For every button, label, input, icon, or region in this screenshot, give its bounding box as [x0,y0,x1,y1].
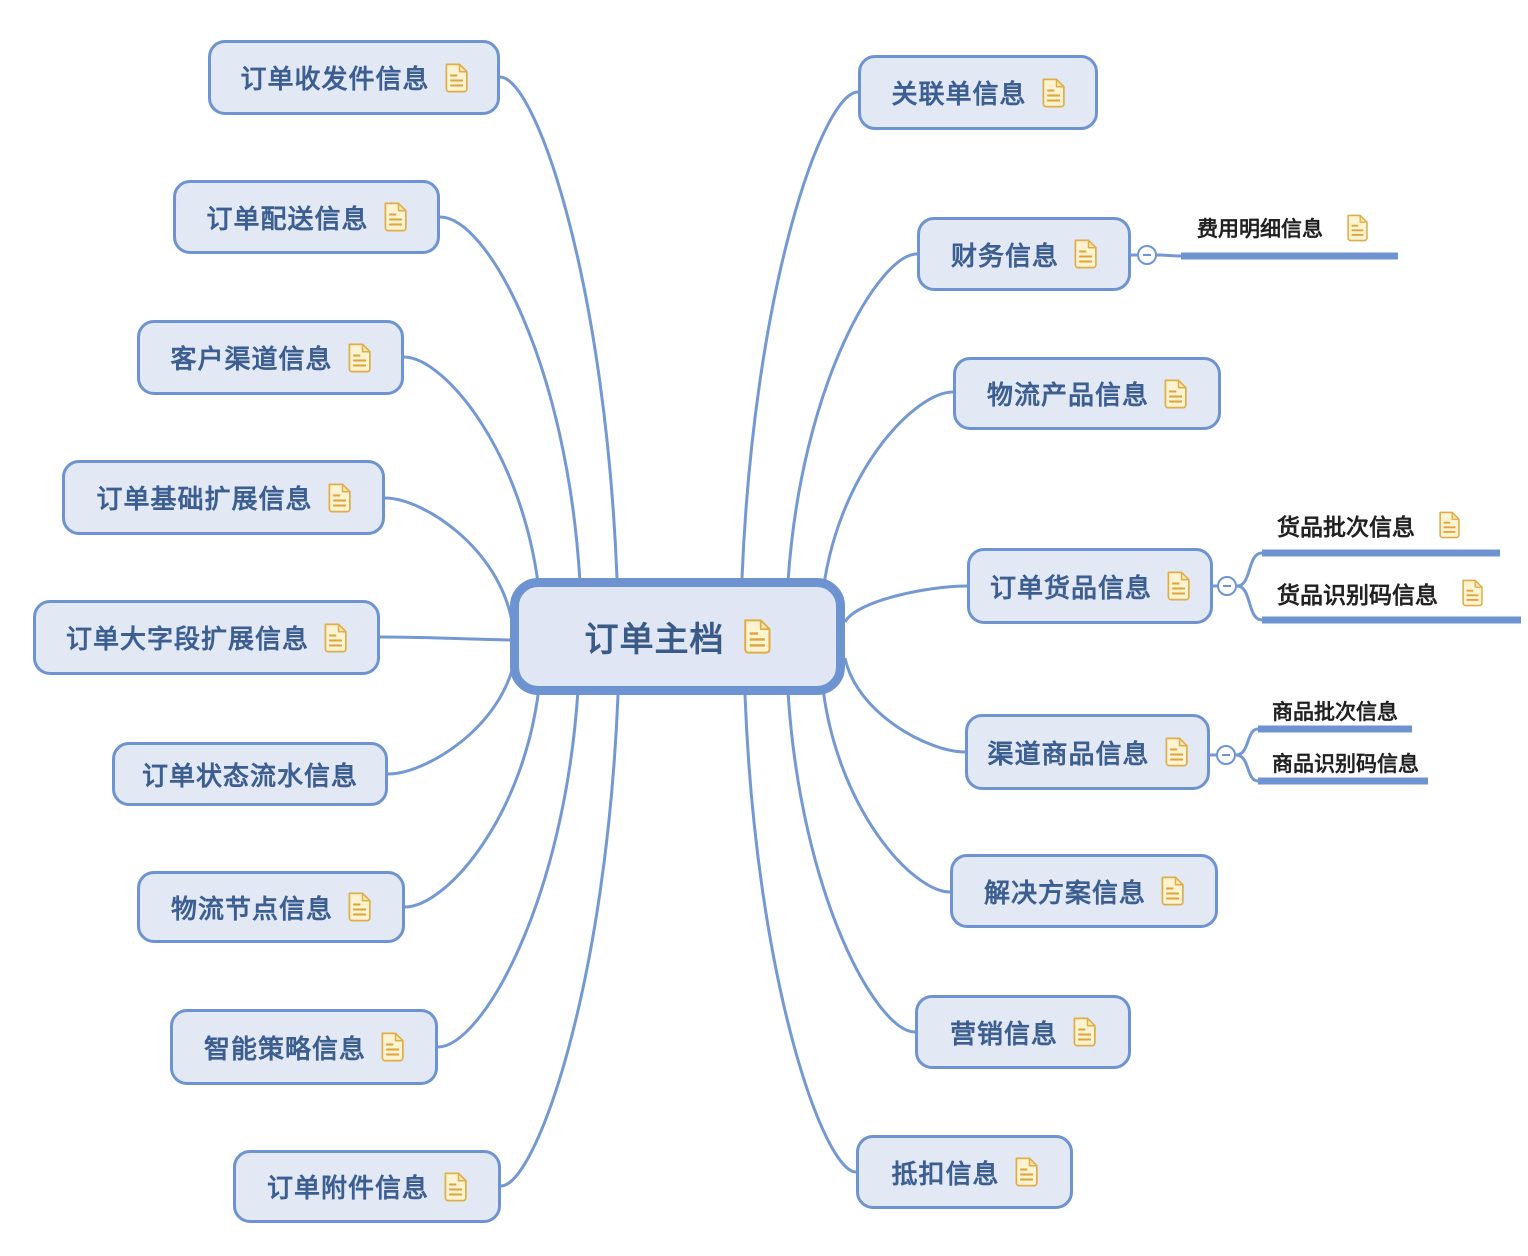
minus-circle-icon[interactable] [1217,576,1237,596]
connector-order-status-flow [387,657,517,776]
node-channel-product-info[interactable]: 渠道商品信息 [965,714,1210,790]
node-label: 订单基础扩展信息 [96,484,313,514]
node-order-master-label: 订单主档 [584,621,725,659]
node-label: 渠道商品信息 [987,738,1150,769]
document-icon[interactable] [442,1172,467,1202]
document-icon[interactable] [326,483,351,513]
document-icon[interactable] [1165,571,1190,601]
node-label: 商品识别码信息 [1272,753,1419,776]
connector-product-id-code [1235,753,1259,783]
node-related-order-info[interactable]: 关联单信息 [858,55,1098,130]
node-label: 物流节点信息 [170,893,333,924]
node-fee-detail-info[interactable]: 费用明细信息 [1197,213,1368,243]
node-label: 抵扣信息 [891,1158,1000,1189]
node-logistics-product-info[interactable]: 物流产品信息 [953,357,1221,430]
document-icon[interactable] [379,1032,404,1062]
minus-circle-icon[interactable] [1216,745,1236,765]
node-order-master[interactable]: 订单主档 [510,578,845,695]
connector-order-large-field-ext [379,635,511,642]
node-label: 订单收发件信息 [240,64,430,94]
document-icon[interactable] [1159,876,1184,906]
document-icon[interactable] [1163,737,1188,767]
node-goods-id-code-info[interactable]: 货品识别码信息 [1277,576,1483,610]
node-logistics-node-info[interactable]: 物流节点信息 [137,871,405,943]
connector-product-batch [1235,727,1259,757]
node-label: 商品批次信息 [1272,701,1398,724]
node-order-delivery-info[interactable]: 订单配送信息 [173,180,440,254]
node-order-status-flow-info[interactable]: 订单状态流水信息 [112,742,388,806]
connector-order-goods [843,584,968,623]
connector-channel-product [843,657,966,754]
connector-order-attachment [500,694,620,1188]
document-icon[interactable] [1460,579,1483,607]
document-icon[interactable] [1437,511,1460,539]
node-product-batch-info[interactable]: 商品批次信息 [1272,696,1398,726]
node-goods-batch-info[interactable]: 货品批次信息 [1277,508,1460,542]
document-icon[interactable] [1071,1017,1096,1047]
node-label: 智能策略信息 [203,1033,366,1064]
document-icon[interactable] [1040,78,1065,108]
node-label: 客户渠道信息 [170,344,333,374]
node-label: 物流产品信息 [986,380,1149,410]
minus-circle-icon[interactable] [1137,245,1157,265]
node-label: 解决方案信息 [983,877,1146,908]
connector-goods-id-code [1236,584,1263,622]
document-icon[interactable] [382,202,407,232]
connector-logistics-product [820,390,954,601]
document-icon[interactable] [1345,214,1368,242]
connector-smart-strategy [437,689,580,1049]
connector-related-order [740,90,859,579]
node-order-large-field-ext-info[interactable]: 订单大字段扩展信息 [33,600,380,675]
document-icon[interactable] [346,892,371,922]
node-product-id-code-info[interactable]: 商品识别码信息 [1272,748,1419,778]
node-label: 费用明细信息 [1197,218,1323,241]
node-customer-channel-info[interactable]: 客户渠道信息 [137,320,404,395]
node-label: 订单配送信息 [206,203,369,234]
connector-finance [786,252,918,583]
connector-deduction [743,694,857,1174]
document-icon[interactable] [741,619,771,654]
node-label: 订单状态流水信息 [141,760,358,791]
node-order-attachment-info[interactable]: 订单附件信息 [233,1150,501,1223]
node-label: 货品识别码信息 [1277,582,1438,608]
node-smart-strategy-info[interactable]: 智能策略信息 [170,1009,438,1085]
node-order-goods-info[interactable]: 订单货品信息 [967,548,1213,624]
connector-fee-detail [1156,253,1182,258]
node-marketing-info[interactable]: 营销信息 [915,995,1131,1069]
connector-logistics-node [404,677,542,909]
document-icon[interactable] [1013,1157,1038,1187]
node-order-send-receive-info[interactable]: 订单收发件信息 [208,40,500,115]
node-order-basic-ext-info[interactable]: 订单基础扩展信息 [62,460,385,535]
document-icon[interactable] [346,343,371,373]
node-deduction-info[interactable]: 抵扣信息 [856,1135,1073,1209]
node-solution-info[interactable]: 解决方案信息 [950,854,1218,928]
node-label: 货品批次信息 [1277,514,1415,540]
connector-order-send-receive [499,75,619,579]
connector-goods-batch [1236,551,1263,588]
node-label: 订单附件信息 [266,1173,429,1203]
document-icon[interactable] [1162,379,1187,409]
document-icon[interactable] [1072,239,1097,269]
document-icon[interactable] [443,63,468,93]
document-icon[interactable] [322,623,347,653]
connector-marketing [786,691,916,1034]
node-label: 财务信息 [950,240,1059,271]
node-label: 订单货品信息 [989,572,1152,603]
connector-order-basic-ext [384,496,514,623]
node-label: 营销信息 [949,1018,1058,1049]
node-finance-info[interactable]: 财务信息 [917,217,1131,291]
connector-solution [820,679,951,894]
connector-customer-channel [403,355,542,601]
connector-order-delivery [439,215,582,583]
node-label: 订单大字段扩展信息 [65,624,309,654]
node-label: 关联单信息 [891,79,1027,109]
